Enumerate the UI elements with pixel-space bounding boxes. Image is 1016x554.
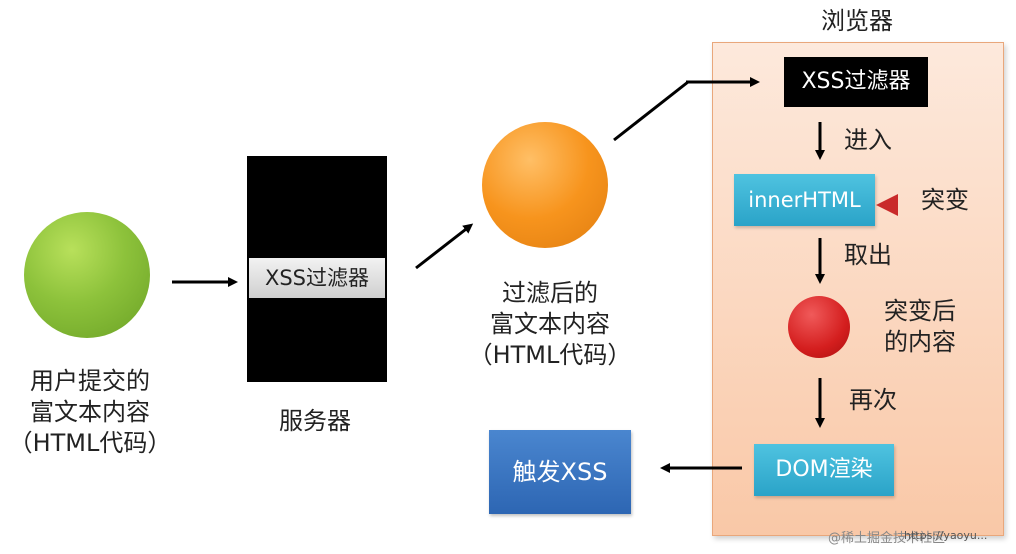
browser-xss-filter: XSS过滤器 (784, 57, 928, 107)
step-extract-label: 取出 (844, 241, 892, 269)
mutation-pointer (876, 194, 898, 216)
user-content-line2: 富文本内容 (30, 398, 150, 426)
watermark-text: @稀土掘金技术社区 (828, 531, 946, 546)
watermark-url: https://yaoyu... (904, 529, 988, 542)
dom-render-box: DOM渲染 (754, 444, 894, 496)
browser-title: 浏览器 (821, 7, 893, 35)
server-label: 服务器 (279, 407, 351, 435)
user-content-line1: 用户提交的 (30, 367, 150, 395)
mutated-content-line2: 的内容 (884, 328, 956, 356)
user-content-line3: （HTML代码） (8, 429, 172, 457)
filtered-content-line3: （HTML代码） (468, 341, 632, 369)
filtered-content-line1: 过滤后的 (502, 279, 598, 307)
trigger-xss-box: 触发XSS (489, 430, 631, 514)
innerhtml-box: innerHTML (734, 174, 875, 226)
mutated-content-line1: 突变后 (884, 297, 956, 325)
mutation-label: 突变 (921, 186, 969, 214)
server-xss-filter: XSS过滤器 (249, 258, 385, 298)
step-enter-label: 进入 (844, 126, 892, 154)
filtered-content-line2: 富文本内容 (490, 310, 610, 338)
arrow-filtered-to-browser-filter (613, 80, 689, 142)
user-content-node (24, 212, 150, 338)
filtered-content-node (482, 122, 608, 248)
step-again-label: 再次 (849, 386, 897, 414)
mutated-content-node (788, 296, 850, 358)
arrow-server-to-filtered (415, 223, 474, 270)
